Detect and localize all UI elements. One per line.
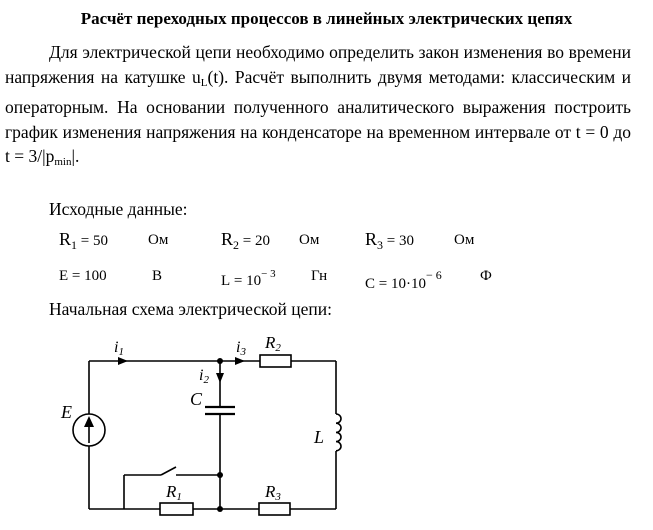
label-r2: R2 [264, 333, 281, 354]
label-r3: R3 [264, 482, 281, 503]
param-c: C = 10·10− 6 [365, 268, 442, 292]
param-l: L = 10− 3 [221, 268, 276, 289]
scheme-label: Начальная схема электрической цепи: [49, 299, 332, 319]
arrow-i1 [118, 357, 128, 365]
resistor-r1 [159, 502, 194, 516]
page-title: Расчёт переходных процессов в линейных э… [80, 9, 573, 28]
param-e: E = 100 [59, 268, 107, 284]
param-r1: R1 = 50 [59, 229, 108, 252]
param-r3-unit: Ом [454, 232, 475, 248]
label-i2: i2 [199, 367, 209, 386]
param-r1-unit: Ом [148, 232, 169, 248]
param-e-unit: В [152, 268, 163, 284]
param-r2-unit: Ом [299, 232, 320, 248]
switch-blade [160, 466, 177, 476]
initial-data-label: Исходные данные: [49, 199, 188, 219]
junction-top [217, 358, 223, 364]
arrow-i3 [235, 357, 245, 365]
label-i1: i1 [114, 339, 124, 358]
resistor-r3 [258, 502, 291, 516]
param-c-unit: Ф [480, 268, 492, 284]
resistor-r2 [259, 354, 292, 368]
label-i3: i3 [236, 339, 246, 358]
arrow-i2 [216, 373, 224, 383]
param-r3: R3 = 30 [365, 229, 414, 252]
param-r2: R2 = 20 [221, 229, 270, 252]
junction-bottom [217, 506, 223, 512]
param-l-unit: Гн [311, 268, 328, 284]
task-paragraph: Для электрической цепи необходимо опреде… [5, 42, 631, 168]
inductor-l [335, 413, 342, 452]
voltage-source [72, 413, 106, 447]
junction-switch [217, 472, 223, 478]
label-l: L [313, 427, 324, 447]
label-e: E [60, 402, 72, 422]
label-c: C [190, 389, 203, 409]
label-r1: R1 [165, 482, 182, 503]
